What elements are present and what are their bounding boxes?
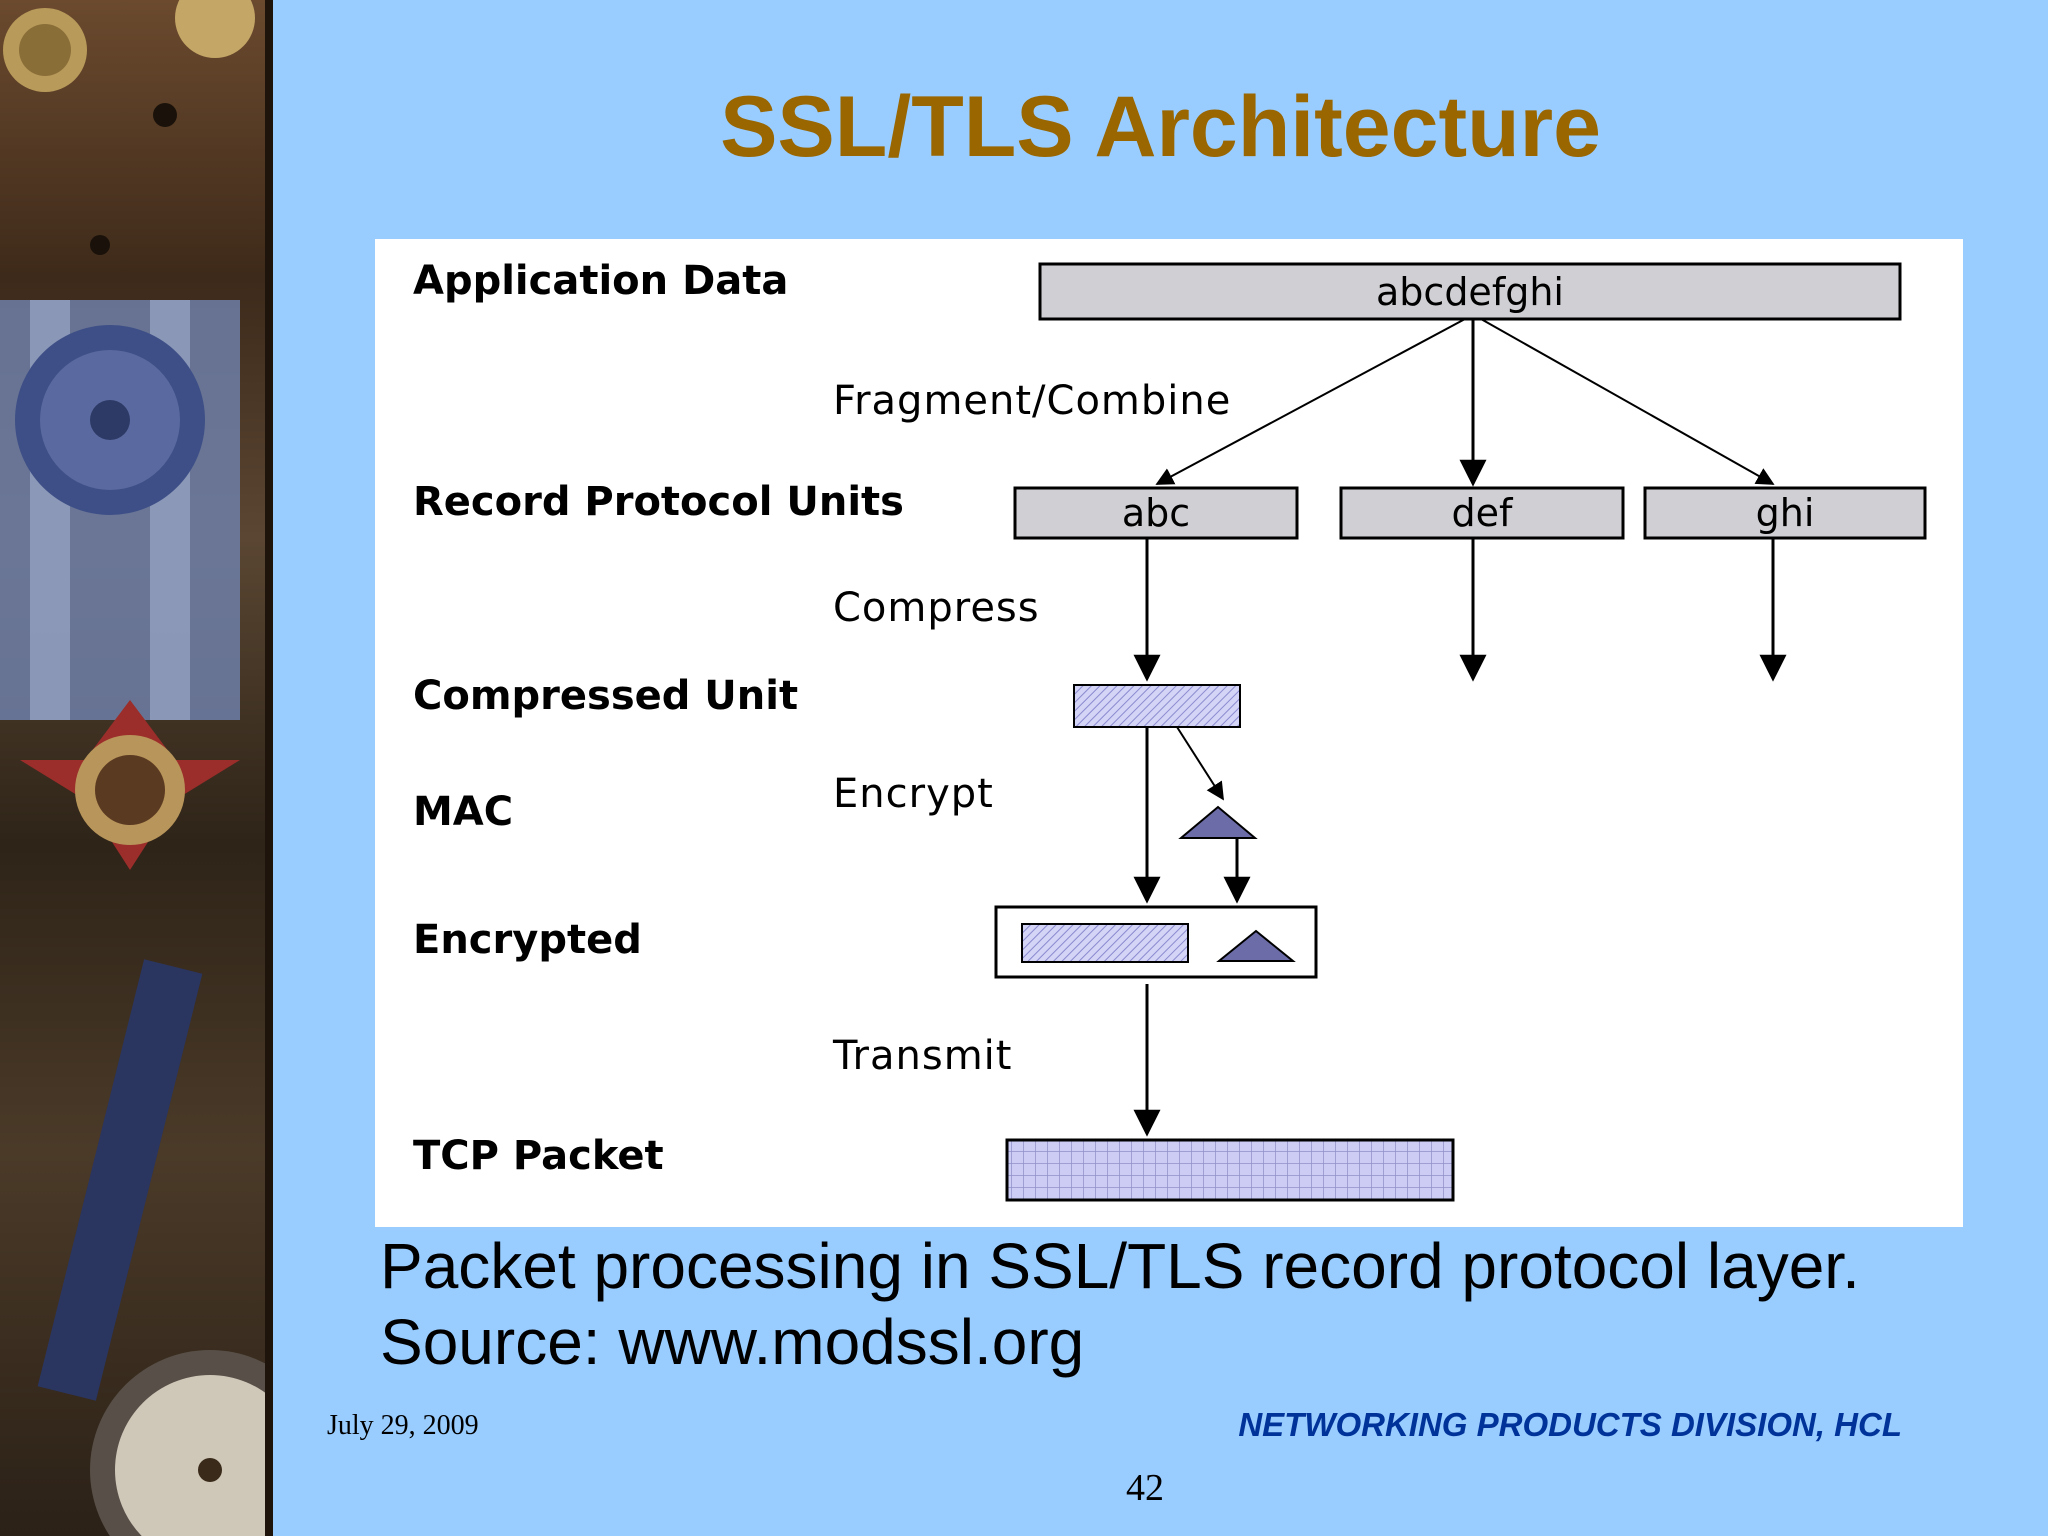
arrow-fragment-ghi — [1480, 318, 1775, 485]
application-data-box: abcdefghi — [1038, 262, 1902, 321]
ssl-record-protocol-diagram: Application Data Record Protocol Units C… — [375, 239, 1963, 1227]
mac-triangle — [1178, 805, 1258, 839]
stage-compressed-unit: Compressed Unit — [413, 673, 798, 719]
op-transmit: Transmit — [832, 1033, 1012, 1079]
stage-record-protocol-units: Record Protocol Units — [413, 479, 904, 525]
encrypted-mac-triangle — [1216, 929, 1296, 962]
op-encrypt: Encrypt — [833, 771, 994, 817]
fragment-box-abc: abc — [1013, 486, 1299, 540]
stage-application-data: Application Data — [413, 258, 788, 304]
tcp-packet-box — [1005, 1138, 1455, 1202]
footer-date: July 29, 2009 — [327, 1410, 479, 1441]
decorative-medals-photo — [0, 0, 273, 1536]
fragment-box-ghi: ghi — [1643, 486, 1927, 540]
op-fragment-combine: Fragment/Combine — [833, 378, 1231, 424]
op-compress: Compress — [833, 585, 1040, 631]
application-data-text: abcdefghi — [1376, 270, 1564, 314]
fragment-label-def: def — [1452, 491, 1515, 535]
page-number: 42 — [1126, 1467, 1164, 1509]
compressed-unit-box — [1073, 684, 1241, 728]
fragment-label-ghi: ghi — [1756, 491, 1815, 535]
slide-title: SSL/TLS Architecture — [720, 79, 1601, 175]
stage-encrypted: Encrypted — [413, 917, 642, 963]
encrypted-box — [994, 905, 1318, 979]
arrow-fragment-abc — [1155, 318, 1466, 485]
fragment-label-abc: abc — [1122, 491, 1190, 535]
encrypted-data-block — [1021, 923, 1189, 963]
footer-division: NETWORKING PRODUCTS DIVISION, HCL — [1238, 1406, 1902, 1443]
fragment-box-def: def — [1339, 486, 1625, 540]
stage-tcp-packet: TCP Packet — [413, 1133, 664, 1179]
arrow-to-mac — [1176, 726, 1224, 801]
slide-caption: Packet processing in SSL/TLS record prot… — [380, 1230, 1860, 1378]
stage-mac: MAC — [413, 789, 513, 835]
